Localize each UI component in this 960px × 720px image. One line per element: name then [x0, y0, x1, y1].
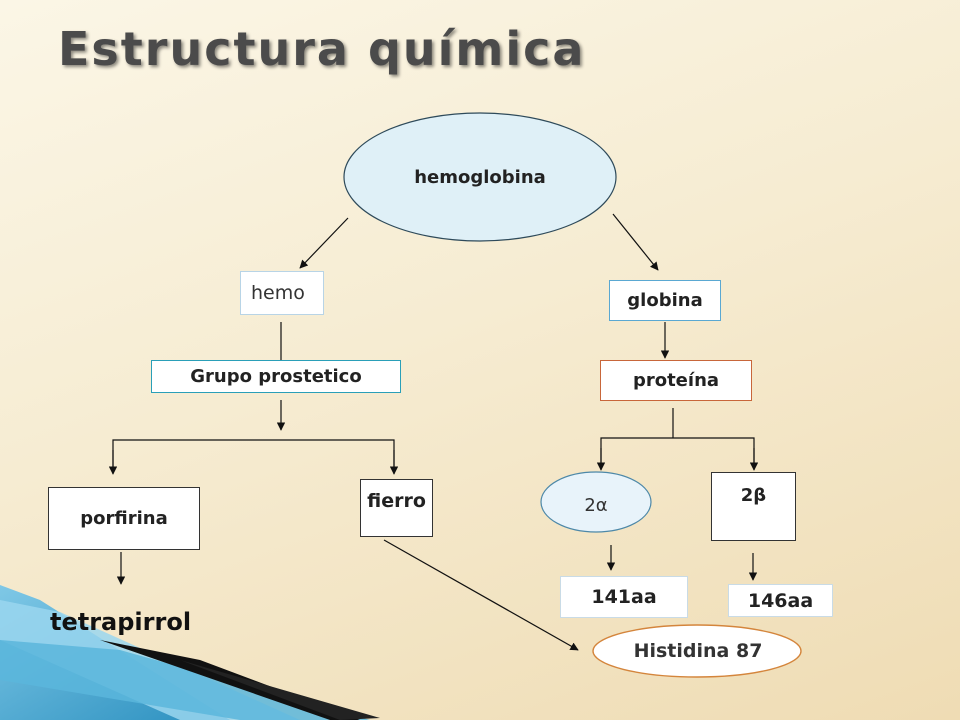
- node-alpha: 2α: [556, 490, 636, 520]
- node-porfirina: porfirina: [48, 487, 200, 550]
- bracket-right: [600, 437, 755, 466]
- bracket-left: [112, 439, 395, 470]
- grupo-prostetico-label: Grupo prostetico: [190, 366, 362, 387]
- node-histidina: Histidina 87: [600, 636, 796, 666]
- node-globina: globina: [609, 280, 721, 321]
- hemo-label: hemo: [251, 282, 305, 304]
- aa146-label: 146aa: [747, 589, 814, 612]
- tetrapirrol-label: tetrapirrol: [50, 608, 192, 636]
- node-hemo: hemo: [240, 271, 324, 315]
- beta-label: 2β: [740, 485, 767, 506]
- node-proteina: proteína: [600, 360, 752, 401]
- node-146aa: 146aa: [728, 584, 833, 617]
- globina-label: globina: [627, 290, 703, 311]
- node-141aa: 141aa: [560, 576, 688, 618]
- histidina-label: Histidina 87: [633, 640, 763, 662]
- aa141-label: 141aa: [591, 586, 657, 608]
- fierro-label: fierro: [367, 490, 426, 512]
- proteina-label: proteína: [632, 370, 720, 391]
- node-hemoglobina: hemoglobina: [380, 162, 580, 192]
- alpha-label: 2α: [584, 494, 608, 516]
- node-grupo-prostetico: Grupo prostetico: [151, 360, 401, 393]
- node-tetrapirrol: tetrapirrol: [50, 604, 210, 640]
- arrow-to-hemo: [299, 217, 349, 269]
- arrow-to-globina: [612, 213, 659, 271]
- node-beta: 2β: [711, 472, 796, 541]
- hemoglobina-label: hemoglobina: [414, 166, 546, 188]
- page-title: Estructura química: [58, 22, 586, 76]
- arrow-fierro-histidina: [383, 539, 579, 651]
- porfirina-label: porfirina: [80, 508, 168, 529]
- node-fierro: fierro: [360, 479, 433, 537]
